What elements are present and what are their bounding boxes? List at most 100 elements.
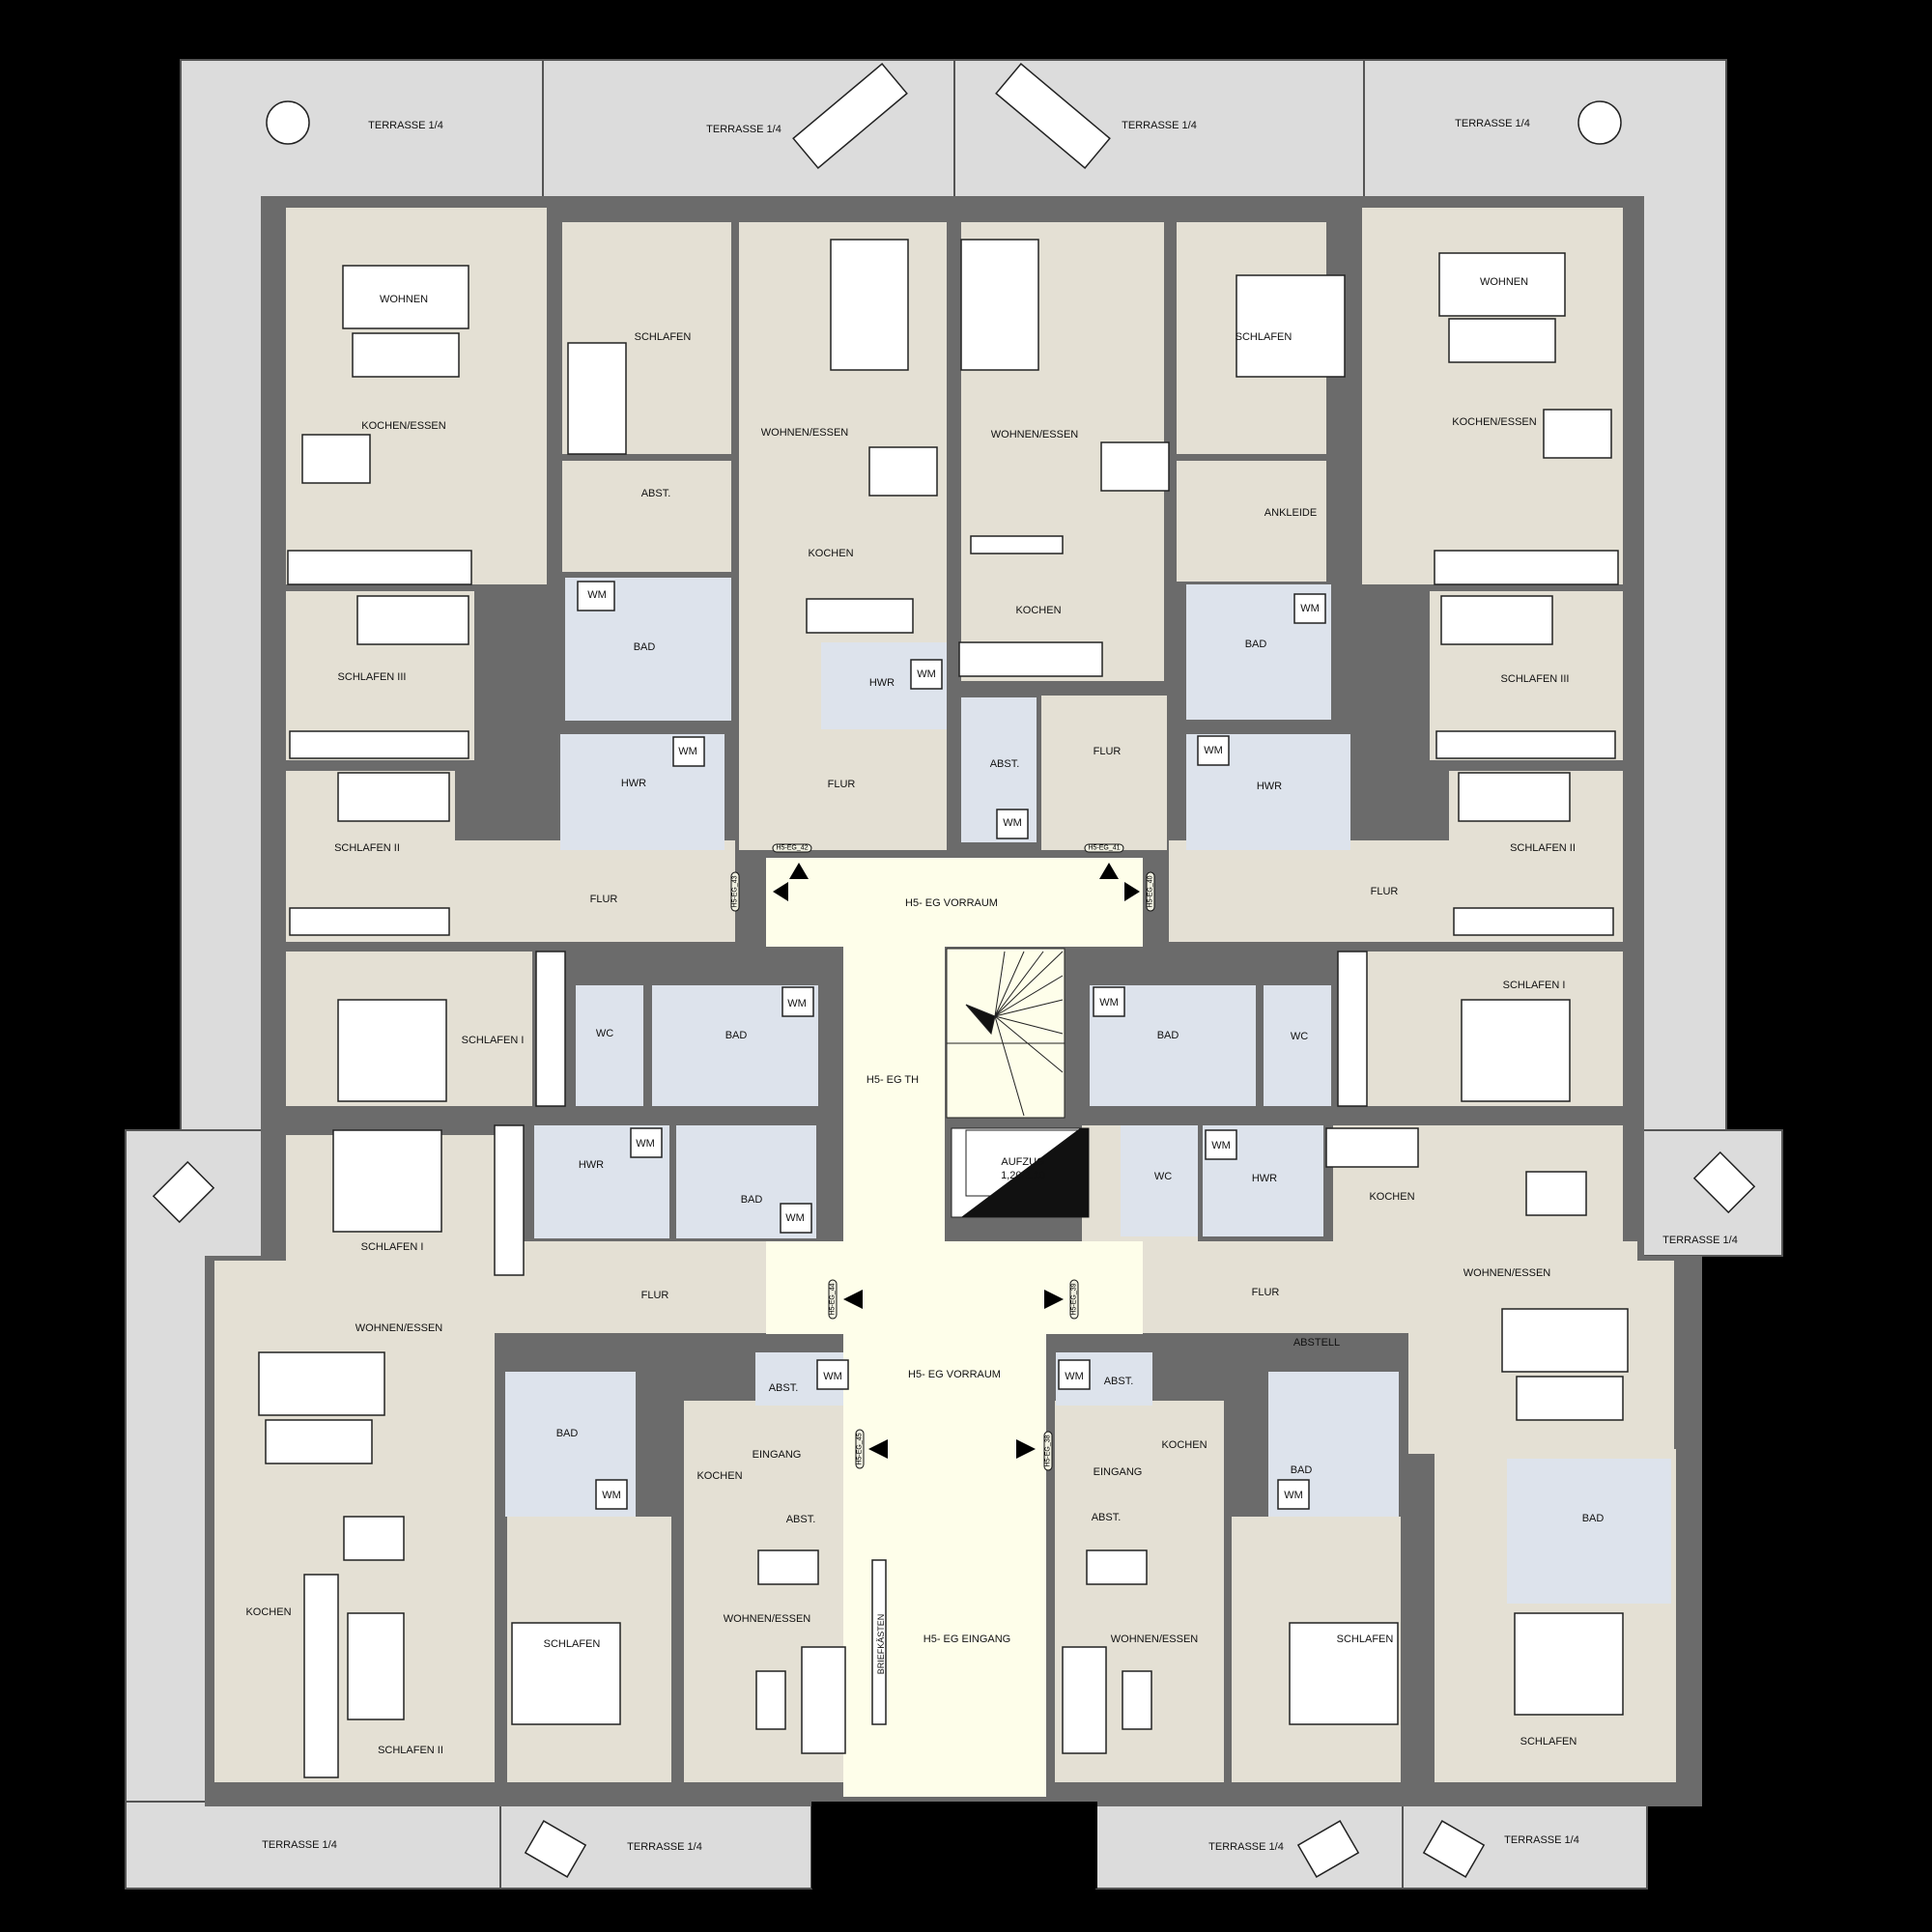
door-tag: H5-EG_40 (1146, 871, 1155, 912)
washing-machine-label: WM (1099, 997, 1119, 1009)
room-label: WC (1290, 1031, 1309, 1042)
washing-machine-label: WM (787, 998, 807, 1009)
terrace-label: TERRASSE 1/4 (1455, 118, 1530, 129)
door-tag: H5-EG_38 (1043, 1431, 1053, 1471)
washing-machine-label: WM (823, 1371, 842, 1382)
door-tag: H5-EG_45 (855, 1429, 865, 1469)
door-tag: H5-EG_39 (1069, 1279, 1079, 1320)
room-label: KOCHEN (245, 1606, 292, 1618)
washing-machine-label: WM (1065, 1371, 1084, 1382)
room-label: WOHNEN (379, 294, 429, 305)
gap-bottom (811, 1802, 1097, 1889)
room-label: KOCHEN/ESSEN (1452, 416, 1537, 428)
room-label: FLUR (1370, 886, 1399, 897)
room-label: SCHLAFEN II (378, 1745, 443, 1756)
door-tag: H5-EG_43 (730, 871, 740, 912)
room-label: BAD (740, 1194, 763, 1206)
door-tag: H5-EG_42 (772, 843, 812, 853)
room-label: SCHLAFEN III (337, 671, 407, 683)
room-label: FLUR (1093, 746, 1122, 757)
room-label: WOHNEN/ESSEN (1110, 1634, 1199, 1645)
washing-machine-label: WM (602, 1490, 621, 1501)
room-label: FLUR (640, 1290, 669, 1301)
terrace-label: TERRASSE 1/4 (1122, 120, 1197, 131)
room-label: WOHNEN (1479, 276, 1529, 288)
room-label: H5- EG VORRAUM (908, 1369, 1001, 1380)
room-label: WOHNEN/ESSEN (355, 1322, 443, 1334)
room-label: H5- EG TH (866, 1074, 920, 1086)
door-tag: H5-EG_41 (1084, 843, 1124, 853)
room-label: BAD (1581, 1513, 1605, 1524)
washing-machine-label: WM (678, 746, 697, 757)
room-label: EINGANG (1093, 1466, 1143, 1478)
room-label: WOHNEN/ESSEN (760, 427, 849, 439)
room-label: HWR (1256, 781, 1283, 792)
room-label: AUFZUG 1,20/2,10 (1001, 1156, 1045, 1181)
washing-machine-label: WM (785, 1212, 805, 1224)
room-label: BAD (555, 1428, 579, 1439)
room-label: ABST. (989, 758, 1020, 770)
terrace-bottom-right (1095, 1801, 1648, 1889)
room-label: ABST. (785, 1514, 816, 1525)
door-tag: H5-EG_44 (828, 1279, 838, 1320)
room-label: SCHLAFEN I (461, 1035, 525, 1046)
washing-machine-label: WM (1300, 603, 1320, 614)
room-label: SCHLAFEN I (360, 1241, 424, 1253)
room-label: FLUR (1251, 1287, 1280, 1298)
room-label: WC (1153, 1171, 1173, 1182)
room-label: SCHLAFEN (1520, 1736, 1577, 1747)
room-label: SCHLAFEN I (1502, 980, 1566, 991)
terrace-label: TERRASSE 1/4 (1504, 1834, 1579, 1846)
room-label: HWR (1251, 1173, 1278, 1184)
room-label: ABST. (640, 488, 671, 499)
room-label: FLUR (827, 779, 856, 790)
room-label: SCHLAFEN (634, 331, 692, 343)
washing-machine-label: WM (1211, 1140, 1231, 1151)
terrace-label: TERRASSE 1/4 (1208, 1841, 1284, 1853)
room-label: SCHLAFEN II (1510, 842, 1576, 854)
room-label: BAD (1244, 639, 1267, 650)
room-label: H5- EG EINGANG (923, 1634, 1011, 1645)
room-label: BAD (724, 1030, 748, 1041)
elevator (951, 1127, 1090, 1218)
room-label: EINGANG (752, 1449, 802, 1461)
room-label: WOHNEN/ESSEN (723, 1613, 811, 1625)
room-label: KOCHEN (1015, 605, 1062, 616)
staircase (946, 948, 1065, 1119)
washing-machine-label: WM (1003, 817, 1022, 829)
room-label: SCHLAFEN (543, 1638, 601, 1650)
room-label: WC (595, 1028, 614, 1039)
room-label: HWR (578, 1159, 605, 1171)
terrace-label: TERRASSE 1/4 (1662, 1235, 1738, 1246)
common-area (766, 858, 1143, 1797)
terrace-label: TERRASSE 1/4 (627, 1841, 702, 1853)
room-label: KOCHEN/ESSEN (361, 420, 446, 432)
room-label: KOCHEN (1369, 1191, 1415, 1203)
room-label: KOCHEN (696, 1470, 743, 1482)
room-label: BAD (1290, 1464, 1313, 1476)
room-label: WOHNEN/ESSEN (990, 429, 1079, 440)
room-label: ABST. (768, 1382, 799, 1394)
room-label: WOHNEN/ESSEN (1463, 1267, 1551, 1279)
room-label: ABST. (1091, 1512, 1122, 1523)
room-label: SCHLAFEN (1336, 1634, 1394, 1645)
room-label: BAD (633, 641, 656, 653)
room-label: ABSTELL (1293, 1337, 1341, 1349)
washing-machine-label: WM (636, 1138, 655, 1150)
room-label: FLUR (589, 894, 618, 905)
room-label: H5- EG VORRAUM (905, 897, 998, 909)
room-label: SCHLAFEN III (1500, 673, 1570, 685)
washing-machine-label: WM (1284, 1490, 1303, 1501)
room-label: BAD (1156, 1030, 1179, 1041)
room-label: SCHLAFEN (1235, 331, 1293, 343)
room-floors (214, 208, 1676, 1782)
washing-machine-label: WM (587, 589, 607, 601)
room-label: KOCHEN (808, 548, 854, 559)
room-label: ANKLEIDE (1264, 507, 1318, 519)
entry-arrows (773, 863, 1140, 1459)
mailbox-label: BRIEFKÄSTEN (876, 1613, 886, 1675)
washing-machine-label: WM (917, 668, 936, 680)
terrace-label: TERRASSE 1/4 (368, 120, 443, 131)
terrace-label: TERRASSE 1/4 (262, 1839, 337, 1851)
terrace-bottom-left (125, 1801, 812, 1889)
